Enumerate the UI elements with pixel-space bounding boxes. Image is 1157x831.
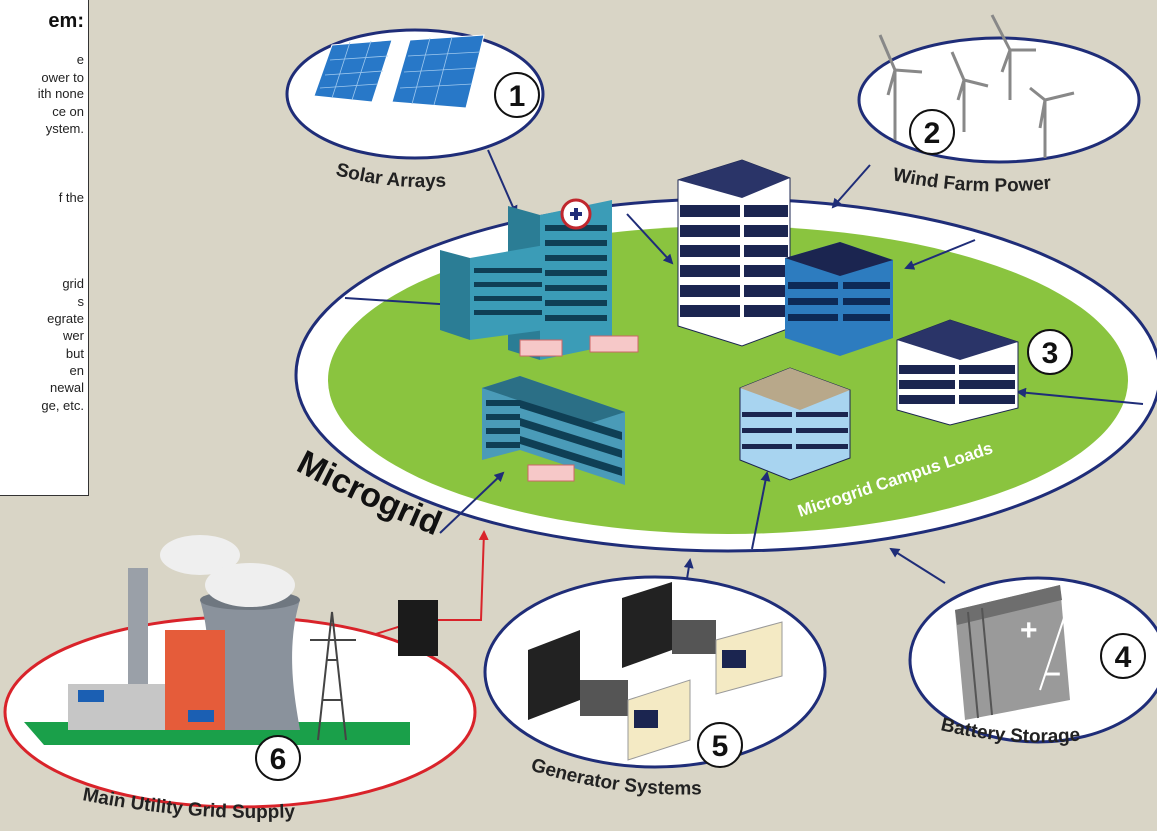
wind-bubble: [857, 14, 1141, 164]
small-navy-building: [896, 319, 1019, 426]
description-line: newal: [50, 380, 84, 395]
tower-building: [677, 159, 791, 347]
utility-bubble: [3, 535, 477, 809]
description-line: ith none: [37, 86, 84, 101]
power-plant-icon: [24, 535, 438, 745]
office-building: [739, 367, 851, 481]
description-line: ce on: [52, 104, 84, 119]
description-line: grid: [62, 276, 84, 291]
generator-number: 5: [712, 730, 729, 763]
description-line: e: [76, 52, 84, 67]
description-line: ystem.: [45, 121, 84, 136]
campus-number-circle: [1027, 329, 1073, 375]
battery-plus-sign: +: [1020, 614, 1038, 647]
blue-glass-building: [785, 242, 893, 356]
wind-label: Wind Farm Power: [891, 164, 1053, 196]
battery-minus-sign: –: [1044, 656, 1061, 689]
description-line: ower to: [41, 70, 84, 85]
utility-number: 6: [270, 743, 287, 776]
wind-number: 2: [924, 117, 941, 150]
hospital-building: [440, 198, 639, 360]
battery-bubble: [908, 576, 1157, 744]
description-line: but: [65, 346, 84, 361]
solar-bubble: [285, 28, 545, 160]
solar-panel-icon: [313, 34, 485, 109]
description-line: f the: [58, 190, 84, 205]
utility-feed-line: [337, 530, 489, 647]
battery-icon: [955, 585, 1071, 720]
solar-number: 1: [509, 80, 526, 113]
description-line: en: [69, 363, 84, 378]
battery-number: 4: [1115, 641, 1132, 674]
description-heading: em:: [48, 10, 84, 32]
lab-building: [482, 376, 625, 485]
description-line: wer: [63, 328, 84, 343]
generator-icon: [528, 582, 783, 761]
wind-turbine-icon: [878, 14, 1075, 158]
description-line: s: [77, 294, 85, 309]
campus-number: 3: [1042, 337, 1059, 370]
description-line: ge, etc.: [41, 398, 84, 413]
description-line: egrate: [47, 311, 84, 326]
generator-bubble: [483, 575, 827, 769]
solar-label: Solar Arrays: [334, 160, 447, 193]
